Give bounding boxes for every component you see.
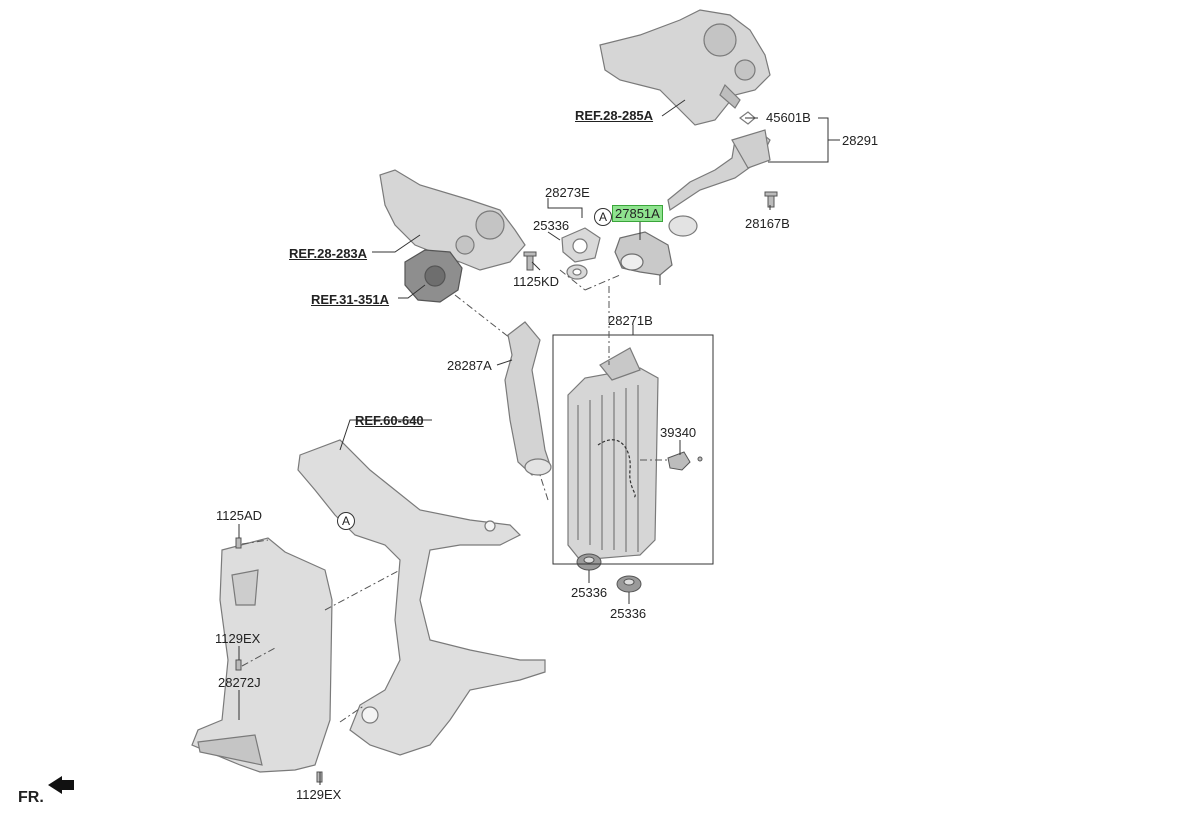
circle-marker-a-lower: A	[337, 512, 355, 530]
part-label-45601b[interactable]: 45601B	[766, 110, 811, 125]
front-arrow-icon	[48, 776, 74, 794]
part-label-28273e[interactable]: 28273E	[545, 185, 590, 200]
part-label-25336-upper[interactable]: 25336	[533, 218, 570, 233]
part-label-25336-lower-left[interactable]: 25336	[571, 585, 608, 600]
intake-manifold-part	[379, 169, 526, 271]
part-label-25336-lower-right[interactable]: 25336	[610, 606, 647, 621]
intercooler-part	[567, 347, 659, 561]
sensor-part	[667, 451, 703, 471]
hose-assembly-part	[667, 111, 771, 237]
hose-bolt-part	[764, 191, 778, 208]
leader-lines	[238, 99, 840, 785]
ref-label-intake-manifold[interactable]: REF.28-283A	[289, 246, 368, 261]
part-label-1129ex-mid[interactable]: 1129EX	[215, 631, 261, 646]
part-label-28287a[interactable]: 28287A	[447, 358, 492, 373]
bolt-part	[523, 251, 537, 271]
intake-hose-part	[504, 321, 552, 476]
ref-label-carrier[interactable]: REF.60-640	[355, 413, 424, 428]
part-label-28272j[interactable]: 28272J	[218, 675, 261, 690]
part-label-27851a-highlighted[interactable]: 27851A	[612, 205, 663, 222]
air-guide-part	[191, 537, 333, 773]
ref-label-throttle[interactable]: REF.31-351A	[311, 292, 390, 307]
circle-marker-a-upper: A	[594, 208, 612, 226]
part-label-39340[interactable]: 39340	[660, 425, 697, 440]
part-label-1129ex-bottom[interactable]: 1129EX	[296, 787, 342, 802]
part-label-1125kd[interactable]: 1125KD	[513, 274, 560, 289]
part-label-28291[interactable]: 28291	[842, 133, 879, 148]
turbocharger-part	[599, 9, 771, 126]
dash-lines	[241, 269, 668, 723]
mount-bushing-part	[576, 553, 642, 593]
gasket-bracket-part	[561, 227, 601, 280]
ref-label-turbo[interactable]: REF.28-285A	[575, 108, 654, 123]
rubber-hose-part	[614, 231, 673, 276]
part-label-1125ad[interactable]: 1125AD	[216, 508, 263, 523]
front-label: FR.	[18, 789, 44, 806]
carrier-part	[297, 439, 546, 756]
part-label-28271b[interactable]: 28271B	[608, 313, 653, 328]
part-label-28167b[interactable]: 28167B	[745, 216, 790, 231]
